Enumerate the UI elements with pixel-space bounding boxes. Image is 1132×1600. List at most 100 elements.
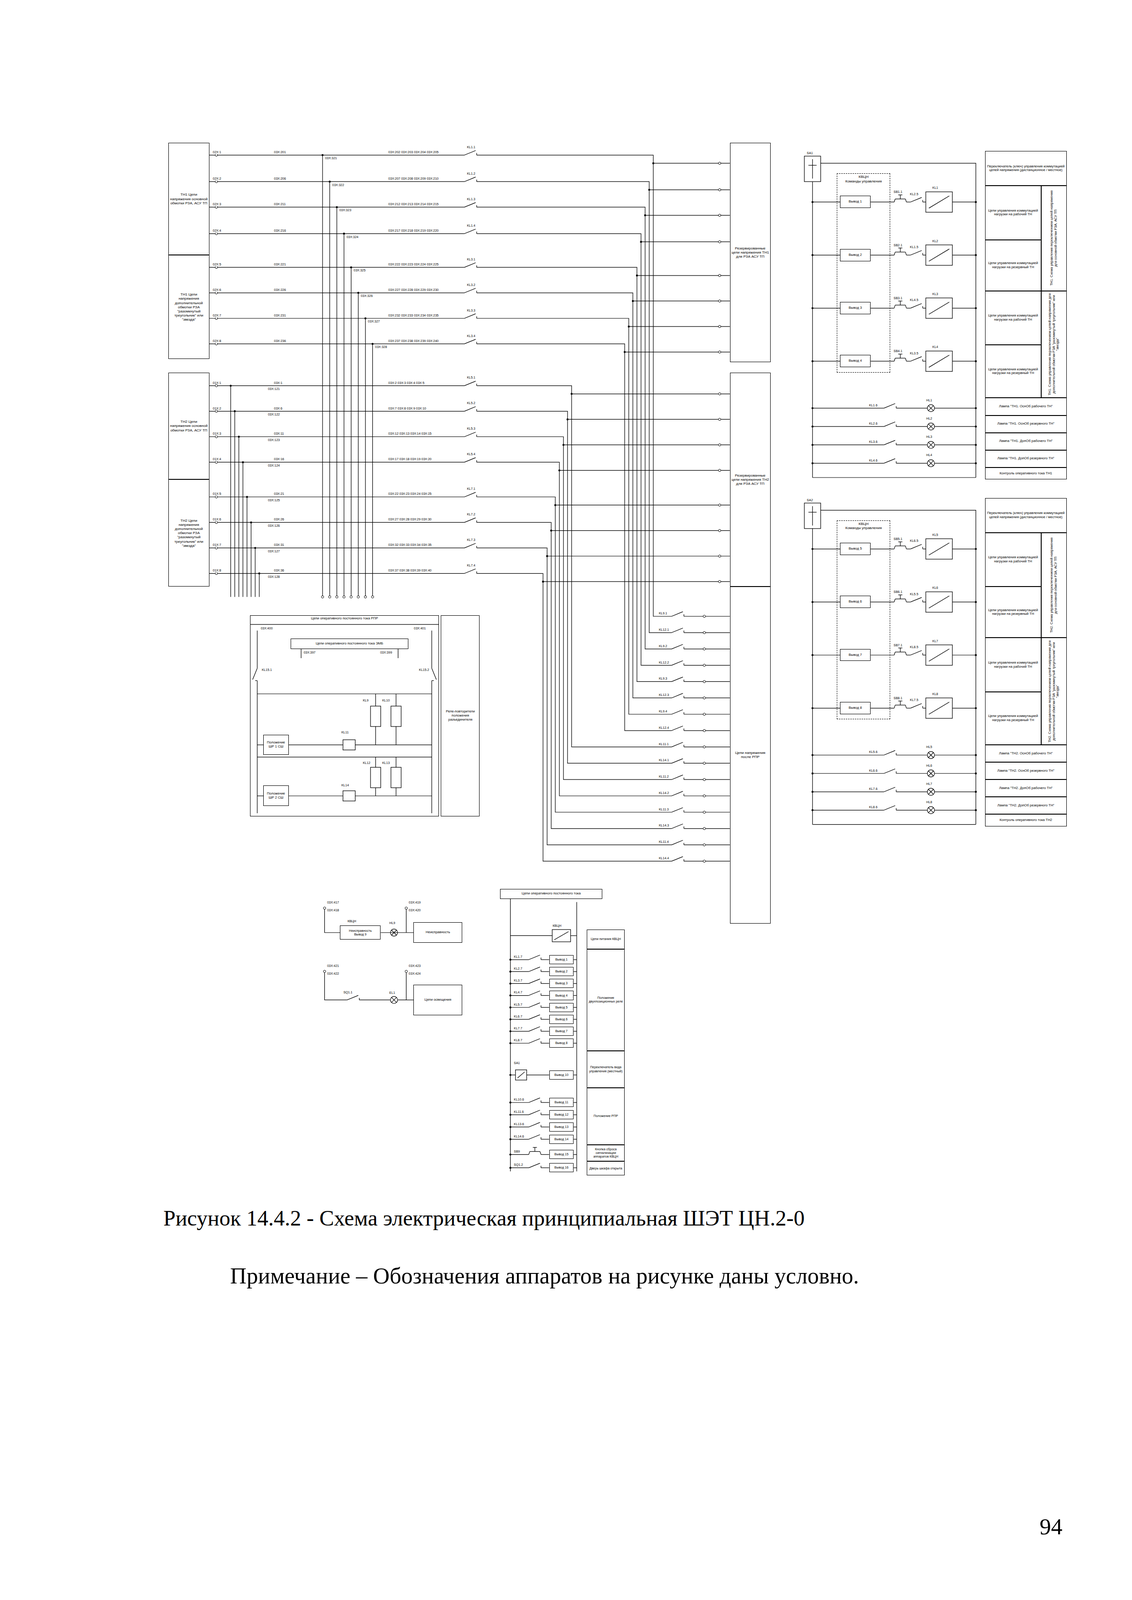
contact-symbol xyxy=(683,728,684,731)
junction-dot xyxy=(640,240,642,243)
rotated-text-holder: ТН2. Схема управления переключением цепе… xyxy=(1048,639,1060,744)
wire xyxy=(255,547,256,597)
terminal-symbol xyxy=(323,970,326,973)
wire xyxy=(683,681,731,683)
contact-symbol xyxy=(922,359,924,361)
box-text: Лампа "ТН1. ОснОб резервного ТН" xyxy=(997,422,1055,427)
terminal-label: KL10.6 xyxy=(513,1098,525,1102)
wire xyxy=(510,959,529,960)
contact-symbol xyxy=(528,1122,541,1128)
wire xyxy=(906,201,911,203)
box-text: Цепи оперативного постоянного тока ЭМБ xyxy=(315,641,384,647)
wire xyxy=(510,1043,529,1044)
junction-dot xyxy=(627,325,630,328)
lamp-symbol xyxy=(928,752,934,758)
terminal-label: KL5.6 xyxy=(868,750,878,755)
box-text: Неисправность xyxy=(349,929,372,934)
lamp-symbol xyxy=(928,771,934,777)
terminal-symbol xyxy=(703,745,706,749)
wire xyxy=(541,1102,550,1104)
reserved-circuit-box: Резервированные цепи напряжения ТН2 для … xyxy=(730,372,771,588)
contact-symbol xyxy=(476,520,477,523)
terminal-label: SB2.1 xyxy=(893,243,903,248)
lamp-symbol xyxy=(927,459,935,468)
wire xyxy=(683,616,731,617)
terminal-label: 03X:323 xyxy=(339,208,352,213)
wire xyxy=(510,1019,529,1020)
lamp-symbol xyxy=(928,405,934,411)
switch-symbol xyxy=(808,165,817,166)
wire xyxy=(573,971,577,973)
contact-symbol xyxy=(464,339,476,345)
wire xyxy=(812,773,885,774)
contact-symbol xyxy=(671,791,684,797)
terminal-label: KL14 xyxy=(340,783,350,788)
terminal-label: KL7.6 xyxy=(868,787,878,792)
terminal-label: 03X:22 03X:23 03X:24 03X:25 xyxy=(387,492,433,496)
button-symbol xyxy=(898,541,903,543)
table-cell: Цепи управления коммутацией нагрузки на … xyxy=(985,344,1042,398)
wire xyxy=(812,463,885,464)
terminal-symbol xyxy=(703,778,706,782)
wire xyxy=(573,1019,577,1020)
terminal-label: 02X:1 xyxy=(212,150,222,155)
box-text: Вывод 3 xyxy=(848,306,862,311)
terminal-label: KL7.4 xyxy=(466,563,476,568)
terminal-label: 03X:31 xyxy=(273,543,285,548)
contact-symbol xyxy=(464,457,476,463)
box-text: Вывод 5 xyxy=(555,1006,568,1010)
wire xyxy=(952,307,976,309)
terminal-label: HL1 xyxy=(925,398,933,403)
contact-symbol xyxy=(528,1098,541,1103)
terminal-label: 03X:122 xyxy=(267,412,281,417)
controller-box: КВЦНКоманды управленияВывод 1Вывод 2Выво… xyxy=(836,173,890,373)
circuit-group-box: ТН2 Цепи напряжения дополнительной обмот… xyxy=(168,479,209,587)
junction-dot xyxy=(975,462,977,465)
relay-coil xyxy=(925,192,953,213)
wire xyxy=(812,407,885,409)
contact-symbol xyxy=(922,653,924,656)
wire xyxy=(324,908,340,934)
terminal-label: KL4.5 xyxy=(909,298,919,303)
terminal-label: KL8.5 xyxy=(909,645,919,650)
terminal-label: SB9 xyxy=(513,1150,521,1154)
contact-symbol xyxy=(671,677,684,682)
terminal-label: KL5.4 xyxy=(466,452,476,457)
dc-circuit-box: Цепи оперативного постоянного тока xyxy=(500,889,603,900)
terminal-symbol xyxy=(215,266,218,269)
contact-symbol xyxy=(255,680,257,682)
terminal-symbol xyxy=(215,153,218,157)
button-symbol xyxy=(898,700,903,702)
output-box: Вывод 2 xyxy=(839,249,871,262)
terminal-label: KL9.4 xyxy=(658,709,668,714)
junction-dot xyxy=(509,1006,512,1009)
box-text: Вывод 2 xyxy=(848,253,862,258)
contact-symbol xyxy=(540,1137,542,1140)
relay-coil xyxy=(391,706,402,727)
relay-coil xyxy=(928,702,950,715)
wire xyxy=(431,631,433,669)
table-cell: Лампа "ТН1. ДопОб резервного ТН" xyxy=(985,450,1067,468)
terminal-label: 03X:37 03X:38 03X:39 03X:40 xyxy=(387,568,433,573)
wire xyxy=(230,386,231,598)
contact-symbol xyxy=(464,517,476,523)
power-symbol xyxy=(554,932,569,941)
box-text: Цепи освещения xyxy=(424,998,452,1003)
table-cell: ТН2. Схема управления переключением цепе… xyxy=(1041,637,1067,746)
terminal-label: 03X:207 03X:208 03X:209 03X:210 xyxy=(387,177,439,181)
terminal-label: 01X:5 xyxy=(212,492,222,496)
wire xyxy=(624,351,730,353)
contact-symbol xyxy=(671,726,684,731)
box-text: Переключатель вида управления (местный) xyxy=(588,1065,624,1074)
wire xyxy=(541,1043,550,1044)
box-text: Вывод 14 xyxy=(554,1137,569,1142)
terminal-label: KL8.6 xyxy=(868,805,878,810)
output-box: Вывод 6 xyxy=(839,595,871,609)
wire xyxy=(510,995,529,997)
wire xyxy=(541,1154,550,1156)
junction-dot xyxy=(241,461,244,464)
junction-dot xyxy=(250,521,252,524)
contact-symbol xyxy=(528,991,541,996)
terminal-symbol xyxy=(718,418,721,421)
wire xyxy=(431,680,433,814)
